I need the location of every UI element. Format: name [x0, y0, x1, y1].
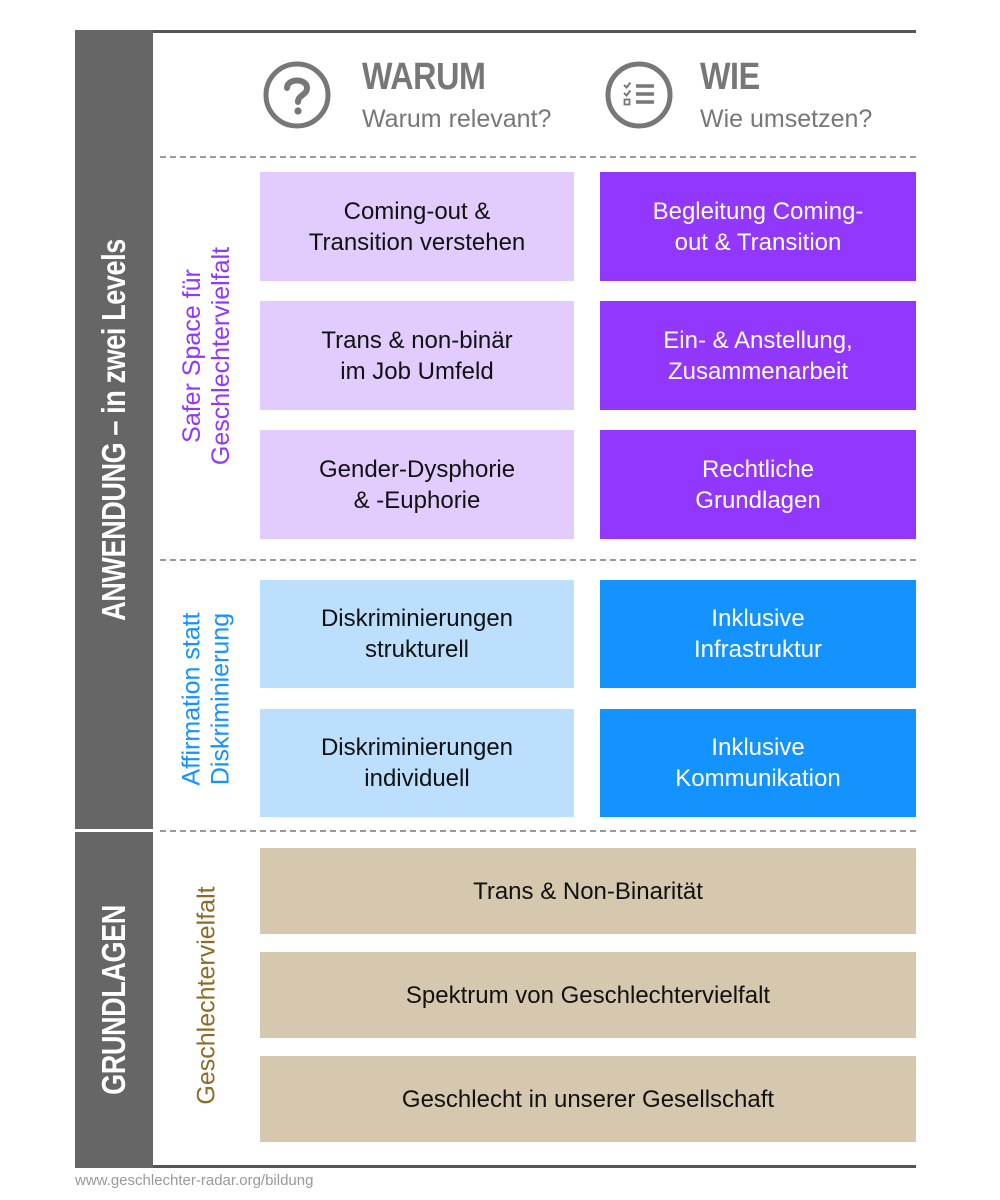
cell-line: out & Transition: [674, 228, 842, 256]
sidebar-grundlagen: GRUNDLAGEN: [75, 832, 153, 1168]
divider-grundlagen: [160, 830, 916, 832]
cell-warum-diskriminierung-individuell: Diskriminierungen individuell: [260, 709, 574, 817]
bar-spektrum: Spektrum von Geschlechtervielfalt: [260, 952, 916, 1038]
cell-line: Kommunikation: [675, 765, 841, 792]
cell-line: Begleitung Coming-: [652, 197, 864, 225]
group-label-geschlechtervielfalt: Geschlechtervielfalt: [162, 848, 252, 1142]
wie-title: WIE: [700, 56, 760, 98]
group-label-line1: Geschlechtervielfalt: [192, 885, 221, 1105]
checklist-circle-icon: [604, 60, 674, 130]
cell-line: individuell: [364, 765, 470, 792]
cell-line: Inklusive: [711, 605, 805, 632]
cell-wie-anstellung: Ein- & Anstellung, Zusammenarbeit: [600, 301, 916, 410]
bar-label: Geschlecht in unserer Gesellschaft: [401, 1085, 775, 1113]
warum-subtitle: Warum relevant?: [362, 105, 552, 133]
bottom-rule: [153, 1165, 916, 1168]
group-label-affirmation: Affirmation statt Diskriminierung: [162, 580, 252, 817]
cell-line: strukturell: [364, 636, 469, 663]
top-rule: [75, 30, 916, 33]
bar-trans-non-binaritaet: Trans & Non-Binarität: [260, 848, 916, 934]
cell-line: im Job Umfeld: [340, 357, 494, 385]
cell-warum-job-umfeld: Trans & non-binär im Job Umfeld: [260, 301, 574, 410]
group-label-line1: Affirmation statt: [178, 611, 206, 786]
cell-line: Transition verstehen: [308, 228, 526, 256]
question-circle-icon: [262, 60, 332, 130]
cell-line: Infrastruktur: [693, 636, 823, 663]
sidebar-grundlagen-label: GRUNDLAGEN: [95, 905, 132, 1095]
bar-geschlecht-gesellschaft: Geschlecht in unserer Gesellschaft: [260, 1056, 916, 1142]
cell-line: Grundlagen: [695, 486, 821, 514]
cell-line: & -Euphorie: [353, 486, 481, 514]
warum-title: WARUM: [362, 56, 486, 98]
cell-line: Ein- & Anstellung,: [663, 326, 853, 354]
cell-line: Inklusive: [711, 734, 805, 761]
bar-label: Spektrum von Geschlechtervielfalt: [405, 981, 771, 1009]
divider-header: [160, 156, 916, 158]
cell-line: Trans & non-binär: [321, 326, 513, 354]
sidebar-anwendung: ANWENDUNG – in zwei Levels: [75, 30, 153, 829]
cell-line: Zusammenarbeit: [667, 357, 849, 385]
cell-warum-dysphorie: Gender-Dysphorie & -Euphorie: [260, 430, 574, 539]
bar-label: Trans & Non-Binarität: [473, 877, 703, 905]
sidebar-anwendung-label: ANWENDUNG – in zwei Levels: [95, 238, 132, 621]
cell-warum-diskriminierung-strukturell: Diskriminierungen strukturell: [260, 580, 574, 688]
wie-subtitle: Wie umsetzen?: [700, 105, 873, 133]
cell-line: Rechtliche: [701, 455, 815, 483]
divider-levels: [160, 559, 916, 561]
cell-line: Diskriminierungen: [320, 734, 514, 761]
cell-wie-begleitung: Begleitung Coming-out & Transition: [600, 172, 916, 281]
group-label-line2: Geschlechtervielfalt: [207, 246, 235, 465]
cell-warum-coming-out: Coming-out & Transition verstehen: [260, 172, 574, 281]
cell-line: Gender-Dysphorie: [318, 455, 516, 483]
group-label-line1: Safer Space für: [178, 268, 206, 443]
group-label-safer-space: Safer Space für Geschlechtervielfalt: [162, 172, 252, 539]
group-label-line2: Diskriminierung: [207, 612, 235, 785]
footer-url[interactable]: www.geschlechter-radar.org/bildung: [75, 1172, 314, 1189]
cell-line: Diskriminierungen: [320, 605, 514, 632]
cell-line: Coming-out &: [343, 197, 491, 225]
